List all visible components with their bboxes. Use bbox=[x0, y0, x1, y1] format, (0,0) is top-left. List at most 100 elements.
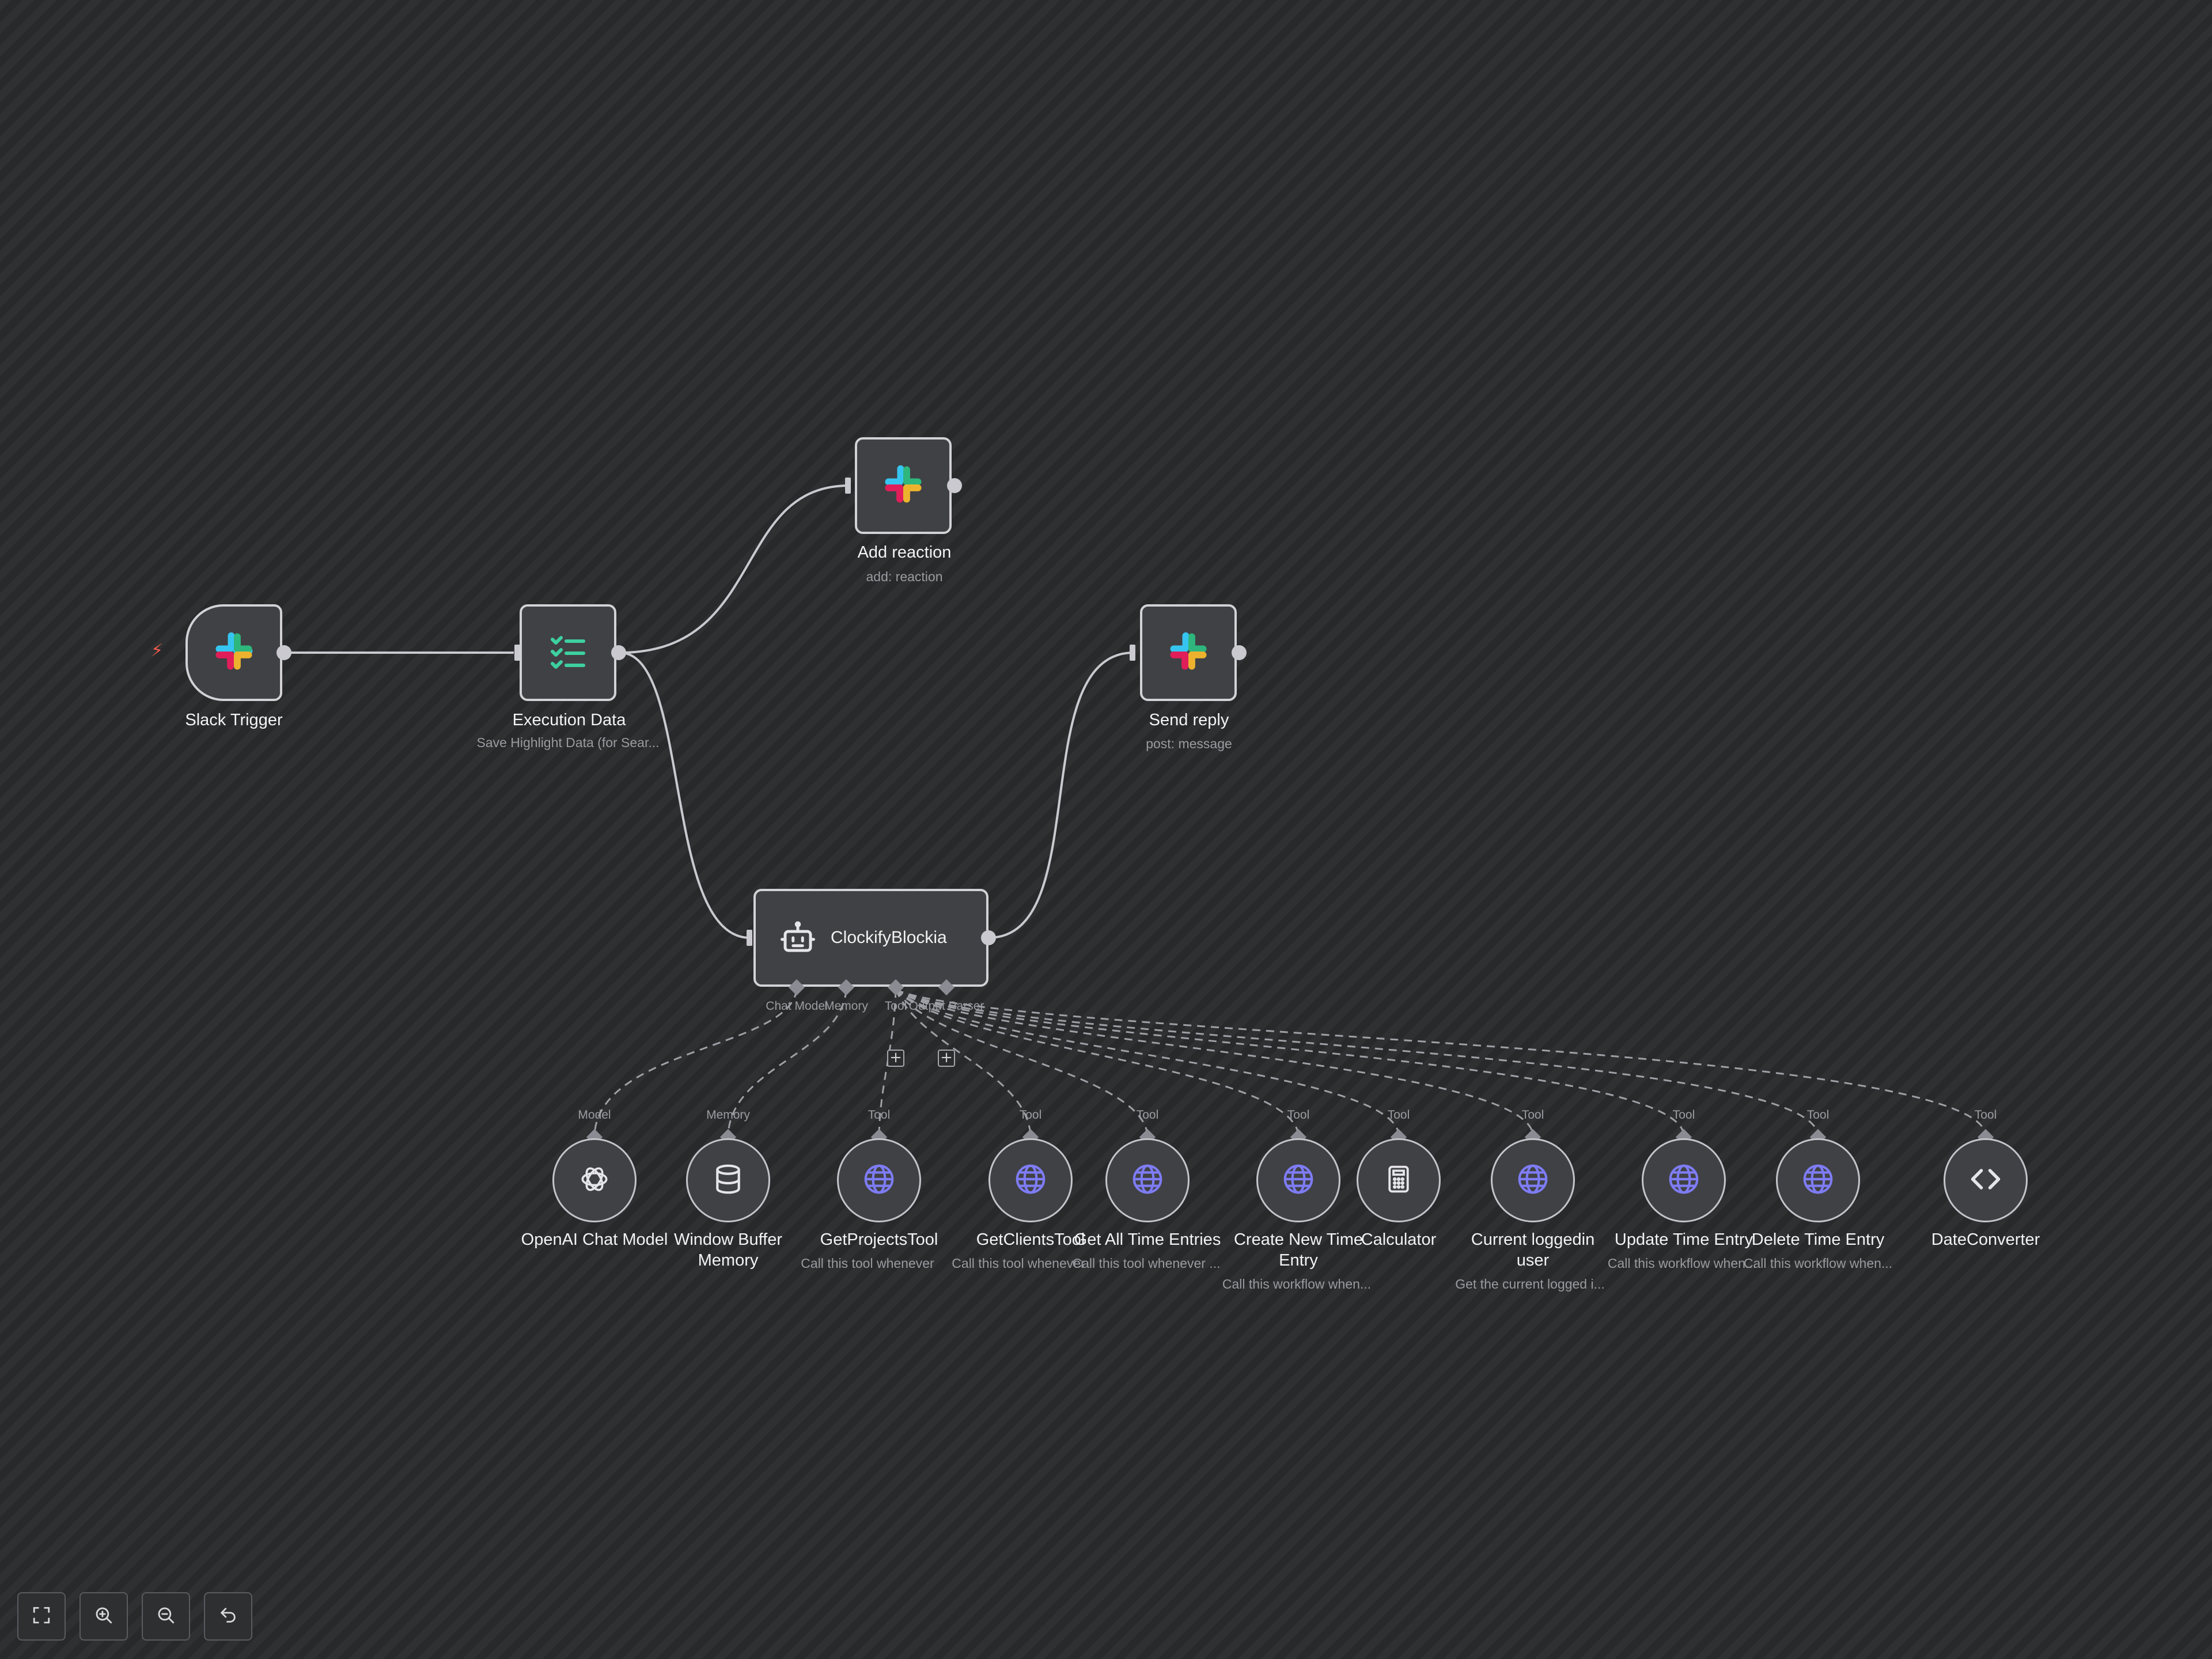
checklist-icon bbox=[547, 631, 589, 675]
node-add-reaction[interactable] bbox=[855, 437, 952, 534]
input-handle[interactable] bbox=[1130, 645, 1135, 661]
zoom-out-button[interactable] bbox=[142, 1592, 190, 1641]
input-handle[interactable] bbox=[514, 645, 520, 661]
zoom-controls bbox=[17, 1592, 252, 1641]
connection-tool-user bbox=[895, 988, 1534, 1135]
node-label: Slack Trigger bbox=[185, 711, 283, 729]
zoom-in-button[interactable] bbox=[79, 1592, 128, 1641]
connection-model bbox=[593, 989, 798, 1135]
database-icon bbox=[712, 1163, 744, 1198]
slot-label-output-parser: Output Parser bbox=[908, 999, 984, 1013]
calculator-icon bbox=[1383, 1164, 1414, 1198]
node-label: Add reaction bbox=[857, 543, 952, 562]
subnode-current-loggedin-user[interactable] bbox=[1491, 1138, 1575, 1222]
add-output-parser-button[interactable]: + bbox=[938, 1050, 955, 1067]
subnode-get-projects-tool[interactable] bbox=[837, 1138, 921, 1222]
globe-icon bbox=[1515, 1161, 1551, 1200]
robot-icon bbox=[779, 919, 817, 957]
node-subtitle: add: reaction bbox=[866, 569, 943, 584]
node-label: Execution Data bbox=[512, 711, 626, 729]
subnode-date-converter[interactable] bbox=[1944, 1138, 2028, 1222]
add-tool-button[interactable]: + bbox=[887, 1050, 904, 1067]
zoom-in-icon bbox=[94, 1605, 113, 1628]
subnode-subtitle: Get the current logged i... bbox=[1455, 1277, 1605, 1291]
subnode-get-all-time-entries[interactable] bbox=[1105, 1138, 1190, 1222]
node-slack-trigger[interactable] bbox=[185, 604, 282, 701]
node-send-reply[interactable] bbox=[1140, 604, 1237, 701]
connection-memory bbox=[727, 989, 847, 1135]
output-handle[interactable] bbox=[1232, 645, 1247, 660]
subnode-delete-time-entry[interactable] bbox=[1776, 1138, 1860, 1222]
subnode-slot-label: Tool bbox=[1672, 1108, 1695, 1122]
subnode-subtitle: Call this tool whenever ... bbox=[1072, 1256, 1221, 1271]
connection-tool-update bbox=[895, 988, 1685, 1135]
code-icon bbox=[1968, 1162, 2003, 1199]
globe-icon bbox=[1130, 1161, 1165, 1200]
openai-icon bbox=[577, 1161, 612, 1200]
subnode-get-clients-tool[interactable] bbox=[988, 1138, 1073, 1222]
node-subtitle: post: message bbox=[1146, 736, 1232, 751]
subnode-openai-chat-model[interactable] bbox=[552, 1138, 637, 1222]
output-handle[interactable] bbox=[611, 645, 626, 660]
connection-tool-clients bbox=[895, 989, 1032, 1135]
node-subtitle: Save Highlight Data (for Sear... bbox=[476, 735, 660, 750]
subnode-window-buffer-memory[interactable] bbox=[686, 1138, 770, 1222]
slack-icon bbox=[1164, 627, 1213, 679]
connection-execution-to-agent bbox=[619, 652, 751, 939]
subnode-calculator[interactable] bbox=[1357, 1138, 1441, 1222]
subnode-slot-label: Tool bbox=[868, 1108, 891, 1122]
subnode-slot-label: Tool bbox=[1287, 1108, 1310, 1122]
connection-tool-entries bbox=[895, 989, 1149, 1135]
subnode-slot-label: Tool bbox=[1136, 1108, 1159, 1122]
subnode-label: Calculator bbox=[1361, 1230, 1437, 1249]
subnode-label: DateConverter bbox=[1931, 1230, 2040, 1249]
globe-icon bbox=[1666, 1161, 1702, 1200]
subnode-create-new-time-entry[interactable] bbox=[1256, 1138, 1340, 1222]
node-agent[interactable]: ClockifyBlockia bbox=[753, 889, 988, 987]
globe-icon bbox=[1013, 1161, 1048, 1200]
subnode-slot-label: Tool bbox=[1521, 1108, 1544, 1122]
subnode-slot-label: Memory bbox=[706, 1108, 750, 1122]
subnode-update-time-entry[interactable] bbox=[1642, 1138, 1726, 1222]
slack-icon bbox=[210, 627, 258, 679]
output-handle[interactable] bbox=[276, 645, 291, 660]
connection-tool-create bbox=[895, 988, 1300, 1135]
connection-tool-delete bbox=[895, 988, 1819, 1135]
subnode-subtitle: Call this workflow when... bbox=[1222, 1277, 1372, 1291]
zoom-out-icon bbox=[156, 1605, 176, 1628]
subnode-label: GetProjectsTool bbox=[820, 1230, 938, 1249]
node-execution-data[interactable] bbox=[520, 604, 616, 701]
subnode-label: GetClientsTool bbox=[976, 1230, 1085, 1249]
input-handle[interactable] bbox=[845, 478, 851, 494]
subnode-label: Delete Time Entry bbox=[1751, 1230, 1885, 1249]
subnode-subtitle: Call this tool whenever bbox=[801, 1256, 934, 1271]
input-handle[interactable] bbox=[747, 930, 752, 946]
slot-label-memory: Memory bbox=[824, 999, 868, 1013]
connection-execution-to-reaction bbox=[619, 484, 850, 654]
subnode-label: Create New Time Entry bbox=[1233, 1230, 1363, 1270]
subnode-label: Get All Time Entries bbox=[1074, 1230, 1221, 1249]
subnode-slot-label: Tool bbox=[1806, 1108, 1830, 1122]
subnode-label: Window Buffer Memory bbox=[673, 1230, 783, 1270]
output-handle[interactable] bbox=[981, 930, 996, 945]
trigger-bolt-icon: ⚡ bbox=[151, 641, 164, 661]
connection-tool-dateconverter bbox=[895, 988, 1987, 1135]
reset-zoom-button[interactable] bbox=[204, 1592, 252, 1641]
slack-icon bbox=[879, 460, 927, 512]
fit-view-button[interactable] bbox=[17, 1592, 66, 1641]
subnode-slot-label: Model bbox=[578, 1108, 611, 1122]
subnode-subtitle: Call this workflow when... bbox=[1607, 1256, 1757, 1271]
subnode-slot-label: Tool bbox=[1019, 1108, 1042, 1122]
connection-agent-to-reply bbox=[988, 652, 1134, 939]
slot-label-tool: Tool bbox=[884, 999, 907, 1013]
fit-view-icon bbox=[32, 1605, 51, 1628]
subnode-label: Current loggedin user bbox=[1471, 1230, 1595, 1270]
slot-label-chat-model: Chat Model bbox=[766, 999, 828, 1013]
globe-icon bbox=[1800, 1161, 1836, 1200]
output-handle[interactable] bbox=[947, 478, 962, 493]
subnode-slot-label: Tool bbox=[1387, 1108, 1410, 1122]
globe-icon bbox=[1281, 1161, 1316, 1200]
subnode-label: Update Time Entry bbox=[1614, 1230, 1753, 1249]
